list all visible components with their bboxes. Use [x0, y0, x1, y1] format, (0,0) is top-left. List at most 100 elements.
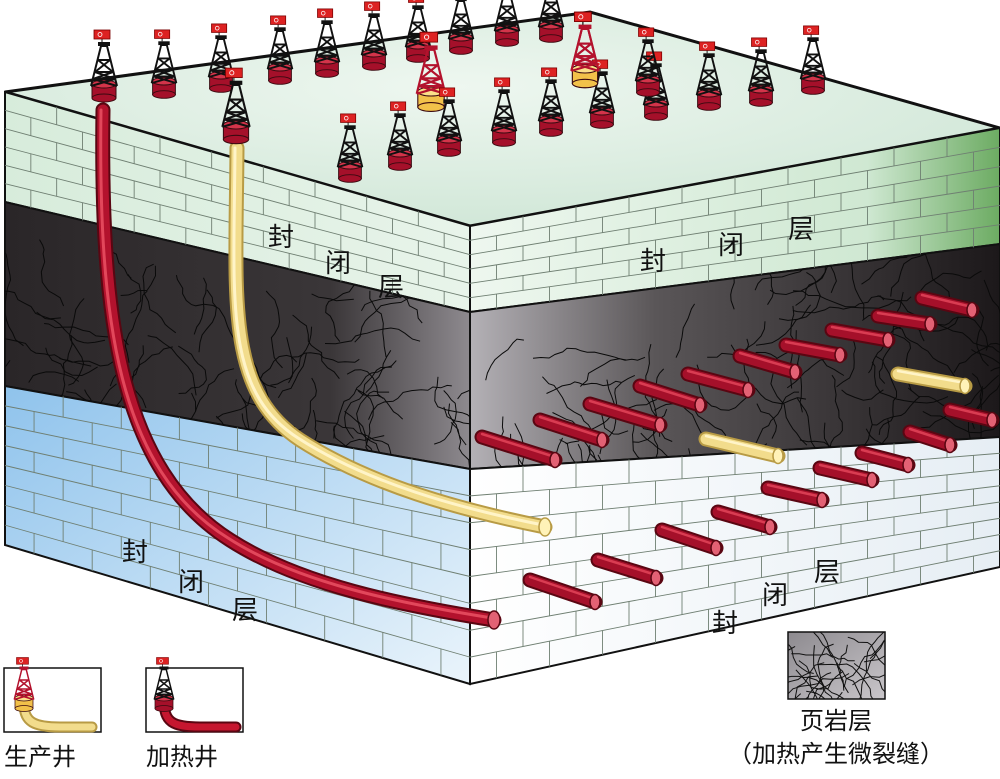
micro-fracture	[770, 373, 808, 446]
derrick-crown	[498, 89, 510, 94]
stub-highlight	[480, 432, 557, 459]
derrick-base-bottom	[268, 76, 292, 85]
stub-end	[834, 346, 846, 364]
stub-highlight	[738, 351, 797, 371]
heating-well-stub	[732, 348, 803, 381]
derrick-base-bottom	[417, 102, 445, 112]
flag-emblem	[159, 659, 163, 663]
heating-well-stub	[590, 552, 664, 587]
micro-fracture	[983, 279, 1000, 341]
micro-fracture	[859, 651, 878, 699]
flag-emblem	[641, 29, 647, 35]
derrick-crown	[578, 24, 592, 29]
micro-fracture	[142, 263, 177, 334]
micro-fracture	[316, 420, 393, 458]
micro-fracture	[546, 380, 622, 394]
heating-derrick	[360, 1, 388, 71]
seal-char-3: 层	[814, 558, 840, 588]
heating-well-stub	[522, 572, 603, 611]
stub-highlight	[860, 448, 910, 464]
stub-highlight	[716, 507, 772, 526]
micro-fracture	[360, 295, 423, 324]
stub-end	[966, 301, 978, 319]
derrick-base-bottom	[571, 78, 599, 89]
micro-fracture	[819, 632, 849, 694]
stub-body	[944, 404, 998, 426]
stub-body	[872, 310, 936, 330]
stub-end	[944, 436, 956, 454]
micro-fracture	[368, 384, 452, 420]
derrick-crown	[596, 71, 608, 76]
micro-fracture	[953, 342, 1000, 374]
micro-fracture	[265, 290, 283, 369]
stub-end	[902, 456, 914, 474]
heating-well-end	[487, 610, 501, 630]
production-well-stub	[698, 431, 786, 465]
flag-emblem	[320, 10, 326, 16]
derrick-base-bottom	[315, 69, 339, 78]
micro-fracture	[790, 305, 800, 371]
legend-shale-fractures	[788, 632, 885, 699]
stub-end	[772, 447, 784, 465]
heating-derrick	[747, 37, 775, 107]
derrick-tower	[537, 0, 565, 29]
micro-fracture	[68, 298, 85, 386]
seal-char-2: 闭	[762, 581, 788, 611]
micro-fracture	[344, 366, 392, 439]
production-derrick	[13, 657, 35, 712]
heating-derrick	[266, 15, 294, 85]
derrick-crown	[807, 37, 819, 42]
stub-end	[882, 331, 894, 349]
legend-shale-label: 页岩层	[800, 707, 872, 735]
stub-body	[780, 339, 846, 361]
stub-highlight	[588, 399, 662, 424]
derrick-crown	[344, 125, 356, 130]
heating-derrick	[435, 87, 463, 157]
heating-derrick	[447, 0, 475, 55]
micro-fracture	[864, 655, 885, 663]
derrick-crown	[545, 79, 557, 84]
heating-derrick	[386, 101, 414, 171]
heating-well-stub	[760, 480, 830, 509]
heating-derrick	[695, 41, 723, 111]
derrick-base-bottom	[801, 86, 825, 95]
stub-body	[814, 462, 878, 486]
stub-body	[762, 482, 828, 506]
seal-char-1: 封	[268, 223, 294, 253]
derrick-base-bottom	[590, 120, 614, 129]
micro-fracture	[178, 345, 207, 394]
micro-fracture	[865, 632, 885, 674]
micro-fracture	[806, 690, 826, 699]
stub-body	[634, 380, 706, 411]
derrick-base-bottom	[539, 34, 563, 43]
stub-highlight	[830, 325, 890, 339]
stub-end	[986, 411, 998, 429]
heating-well-stub	[854, 445, 916, 474]
micro-fracture	[794, 693, 802, 699]
stub-highlight	[920, 293, 974, 309]
micro-fracture	[344, 410, 381, 469]
derrick-crown	[755, 49, 767, 54]
micro-fracture	[869, 640, 885, 659]
micro-fracture	[542, 376, 592, 434]
heating-derrick	[537, 67, 565, 137]
micro-fracture	[357, 390, 404, 420]
derrick-base-bottom	[222, 134, 250, 145]
legend: 生产井 加热井 页岩层 （加热产生微裂缝）	[3, 631, 944, 771]
micro-fracture	[39, 239, 65, 307]
production-derrick	[415, 31, 447, 112]
stub-body	[734, 350, 801, 378]
derrick-crown	[321, 20, 333, 25]
legend-heating-label: 加热井	[146, 743, 218, 771]
heating-derrick	[588, 59, 616, 129]
heating-well-stub	[582, 396, 668, 434]
micro-fracture	[808, 422, 841, 469]
micro-fracture	[346, 369, 384, 399]
derrick-base-bottom	[449, 46, 473, 55]
micro-fracture	[792, 290, 885, 308]
derrick-base-bottom	[697, 102, 721, 111]
flag-emblem	[19, 659, 23, 663]
micro-fracture	[788, 673, 850, 695]
flag-emblem	[97, 32, 103, 37]
flag-emblem	[544, 69, 550, 75]
